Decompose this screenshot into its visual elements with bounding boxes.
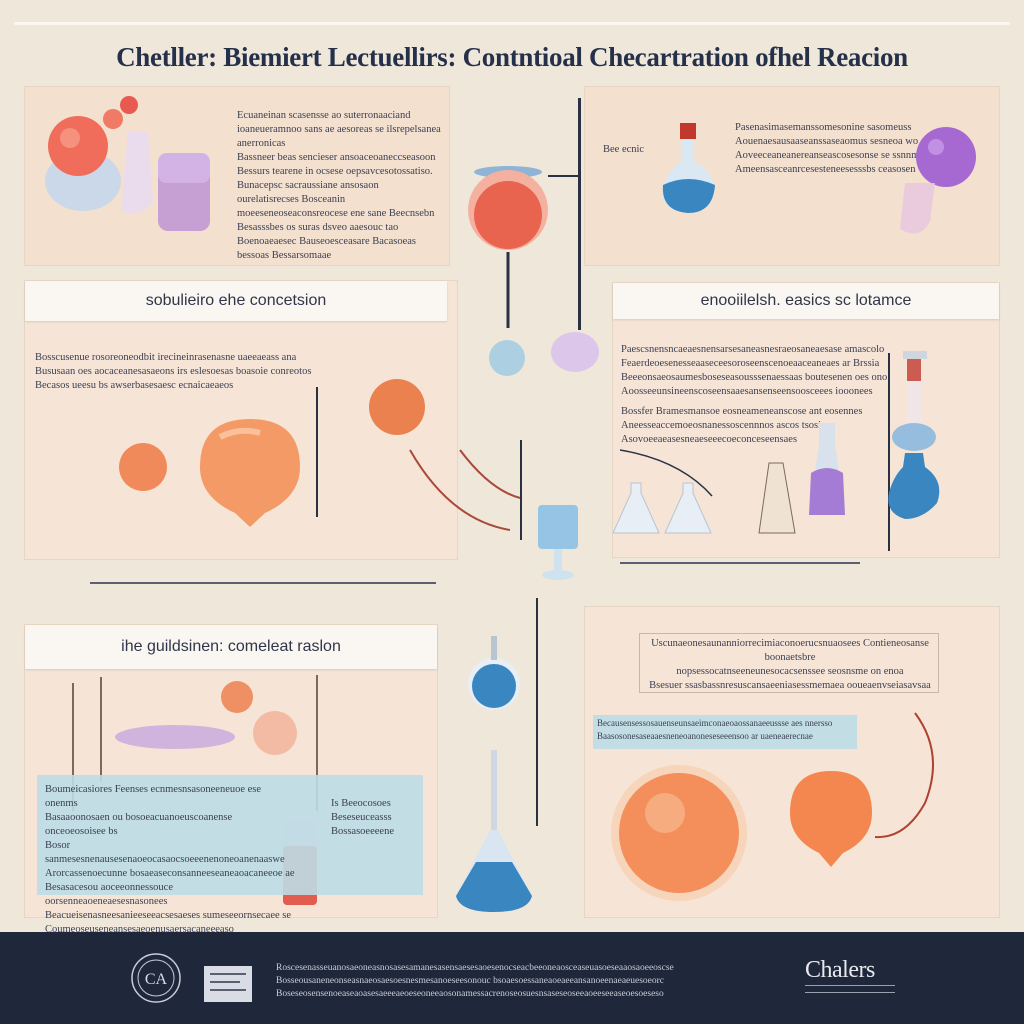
panel-header: ihe guildsinen: comeleat raslon [25, 625, 437, 669]
panel-highlight [593, 715, 857, 749]
connector-line [536, 598, 538, 826]
panel-bottom-left: ihe guildsinen: comeleat raslon Boumeica… [24, 624, 438, 949]
reaction-vessels-illustration [611, 712, 934, 901]
panel-header: sobulieiro ehe concetsion [25, 281, 447, 321]
connector-line [548, 175, 580, 177]
panel-text: Pasenasimasemanssomesonine sasomeuss Aou… [735, 122, 925, 175]
panel-header: enooiilelsh. easics sc lotamce [613, 283, 999, 319]
panel-text: Ecuaneinan scasensse ao suterronaaciand … [237, 110, 441, 261]
page-title: Chetller: Biemiert Lectuellirs: Contntio… [116, 42, 908, 72]
glassware-row-illustration [612, 351, 940, 551]
panel-text: Bosscusenue rosoreoneodbit irecineinrase… [35, 352, 312, 391]
panel-note: Bossfer Bramesmansoe eosneameneanscose a… [621, 406, 863, 445]
panel-text: Uscunaeonesaunanniorrecimiaconoerucsnuao… [649, 638, 931, 691]
footer-brand: Chalers [805, 957, 875, 983]
panel-bottom-right: Uscunaeonesaunanniorrecimiaconoerucsnuao… [584, 606, 1000, 918]
panel-text: Paescsnensncaeaesnensarsesaneasnesraeosa… [621, 344, 888, 397]
reaction-bulbs-illustration [119, 379, 425, 527]
document-icon [204, 966, 252, 1002]
purple-flask-illustration [900, 127, 976, 234]
panel-mid-left: sobulieiro ehe concetsion Bosscusenue ro… [24, 280, 458, 560]
footer-text: Roscesenasseuanosaeoneasnosasesamanesase… [276, 963, 674, 999]
baseline-rule [620, 562, 860, 564]
panel-aside: Is Beeocosoes Beseseuceasss Bossasoeeeen… [331, 798, 394, 837]
conical-flasks-illustration [456, 636, 532, 912]
connector-line [578, 98, 581, 330]
panel-mid-right: enooiilelsh. easics sc lotamce Paescsnen… [612, 282, 1000, 558]
panel-label: Bee ecnic [603, 144, 645, 155]
blue-flask-illustration [662, 123, 715, 213]
emblem-text: CA [145, 971, 168, 988]
panel-top-right: Bee ecnic Pasenasimasemanssomesonine sas… [584, 86, 1000, 266]
footer-bar [0, 932, 1024, 1024]
footer-brand-underline [805, 985, 895, 993]
round-flask-illustration [468, 166, 599, 376]
text-box-frame [639, 633, 939, 693]
panel-top-left: Ecuaneinan scasensse ao suterronaaciand … [24, 86, 450, 266]
top-rule [14, 22, 1010, 25]
emblem-icon: CA [131, 953, 181, 1003]
column-apparatus-illustration [538, 505, 578, 580]
baseline-rule [90, 582, 436, 584]
connector-line [520, 440, 522, 540]
panel-highlight [37, 775, 423, 895]
panel-highlight-text: Becausensessosauenseunsaeimconaeoaossana… [597, 718, 833, 741]
flask-cluster-illustration [45, 96, 210, 231]
